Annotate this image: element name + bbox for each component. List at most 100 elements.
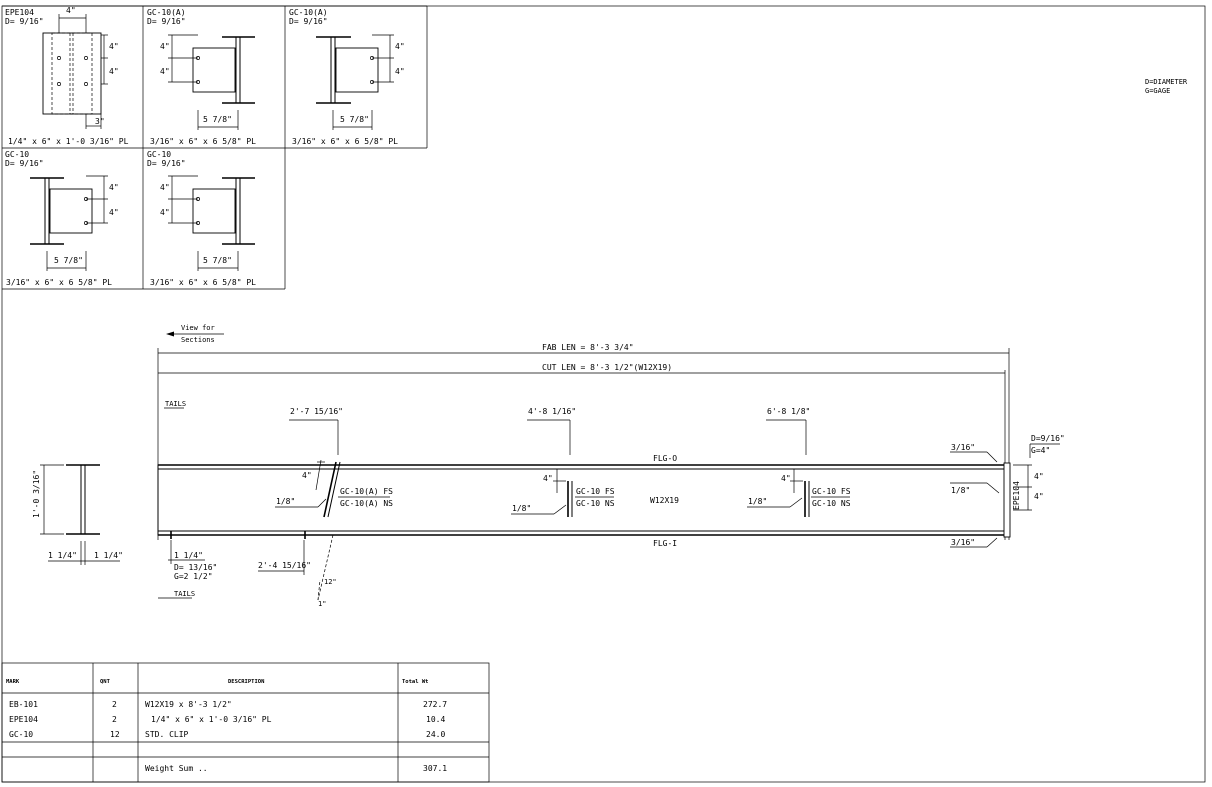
dim-label: 4"	[109, 208, 119, 217]
detail-diameter: D= 9/16"	[5, 17, 44, 26]
bill-of-materials: MARK QNT DESCRIPTION Total Wt EB-101 2 W…	[1, 662, 490, 783]
bom-cell-mark: GC-10	[9, 730, 33, 739]
detail-gc10-2: GC-10 D= 9/16" 4" 4" 5 7/8" 3/16" x 6" x…	[147, 150, 256, 287]
table-row: Weight Sum .. 307.1	[145, 764, 447, 773]
cut-length-label: CUT LEN = 8'-3 1/2"(W12X19)	[542, 363, 672, 372]
detail-caption: 3/16" x 6" x 6 5/8" PL	[292, 137, 398, 146]
bolt-hole	[57, 56, 61, 60]
bom-cell-mark: EPE104	[9, 715, 38, 724]
clip-station-1: 2'-7 15/16" 4" 1/8" GC-10(A) FS GC-10(A)…	[275, 407, 393, 608]
dim-label: 5 7/8"	[203, 115, 232, 124]
member-label: W12X19	[650, 496, 679, 505]
end-weld-top: 3/16"	[951, 443, 975, 452]
bom-cell-qnt: 2	[112, 715, 117, 724]
bom-cell-qnt: 12	[110, 730, 120, 739]
station-dim: 6'-8 1/8"	[767, 407, 810, 416]
clip-station-3: 6'-8 1/8" 4" 1/8" GC-10 FS GC-10 NS	[747, 407, 851, 517]
end-weld-mid: 1/8"	[951, 486, 970, 495]
weld-label: 1/8"	[512, 504, 531, 513]
section-right-dim: 1 1/4"	[94, 551, 123, 560]
clip-ns-label: GC-10(A) NS	[340, 499, 393, 508]
skew-1-label: 1"	[318, 600, 326, 608]
dim-label: 3"	[95, 117, 105, 126]
bom-header-qnt: QNT	[100, 679, 111, 685]
flange-o-label: FLG-O	[653, 454, 677, 463]
end-weld-bot: 3/16"	[951, 538, 975, 547]
clip-station-2: 4'-8 1/16" 4" 1/8" GC-10 FS GC-10 NS	[511, 407, 615, 517]
detail-panels: EPE104 D= 9/16" 4" 4" 4"	[2, 5, 428, 290]
bom-cell-weight: 24.0	[426, 730, 445, 739]
dim-label: 4"	[160, 208, 170, 217]
detail-diameter: D= 9/16"	[5, 159, 44, 168]
table-row: GC-10 12 STD. CLIP 24.0	[9, 730, 445, 739]
dim-label: 4"	[66, 6, 76, 15]
bom-header-description: DESCRIPTION	[228, 679, 264, 685]
detail-gc10a-2: GC-10(A) D= 9/16" 4" 4" 5 7/8" 3/16" x 6…	[289, 8, 405, 146]
bolt-hole	[84, 56, 88, 60]
detail-diameter: D= 9/16"	[147, 159, 186, 168]
tails-bottom-label: TAILS	[174, 590, 195, 598]
dim-label: 4"	[160, 42, 170, 51]
detail-mark: GC-10(A)	[147, 8, 186, 17]
detail-mark: GC-10(A)	[289, 8, 328, 17]
weld-label: 1/8"	[748, 497, 767, 506]
section-view: View for Sections 1'-0 3/16" 1 1/4" 1 1/…	[32, 324, 224, 565]
hole-diameter: D= 13/16"	[174, 563, 217, 572]
dim-label: 5 7/8"	[203, 256, 232, 265]
legend-diameter: D=DIAMETER	[1145, 78, 1188, 86]
clip-fs-label: GC-10 FS	[812, 487, 851, 496]
station-dim: 4'-8 1/16"	[528, 407, 576, 416]
table-row: EB-101 2 W12X19 x 8'-3 1/2" 272.7	[9, 700, 447, 709]
detail-caption: 3/16" x 6" x 6 5/8" PL	[6, 278, 112, 287]
flange-i-label: FLG-I	[653, 539, 677, 548]
detail-mark: GC-10	[147, 150, 171, 159]
bom-weight-sum-value: 307.1	[423, 764, 447, 773]
section-depth-label: 1'-0 3/16"	[32, 470, 41, 518]
clip-fs-label: GC-10 FS	[576, 487, 615, 496]
detail-mark: GC-10	[5, 150, 29, 159]
dim-label: 5 7/8"	[54, 256, 83, 265]
clip-fs-label: GC-10(A) FS	[340, 487, 393, 496]
bom-cell-qnt: 2	[112, 700, 117, 709]
hole-edge-dim: 1 1/4"	[174, 551, 203, 560]
bom-cell-description: W12X19 x 8'-3 1/2"	[145, 700, 232, 709]
end-plate-mark: EPE104	[1012, 481, 1021, 510]
end-plate-gage: G=4"	[1031, 446, 1050, 455]
dim-label: 4"	[109, 42, 119, 51]
dim-label: 4"	[109, 183, 119, 192]
end-plate-diameter: D=9/16"	[1031, 434, 1065, 443]
bom-header-weight: Total Wt	[402, 679, 429, 685]
end-connection: 3/16" 1/8" 3/16" EPE104 D=9/16" G=4" 4" …	[950, 434, 1065, 548]
section-left-dim: 1 1/4"	[48, 551, 77, 560]
bom-weight-sum-label: Weight Sum ..	[145, 764, 208, 773]
detail-caption: 3/16" x 6" x 6 5/8" PL	[150, 278, 256, 287]
dim-label: 4"	[160, 183, 170, 192]
detail-mark: EPE104	[5, 8, 34, 17]
dim-label: 4"	[160, 67, 170, 76]
weld-label: 1/8"	[276, 497, 295, 506]
bom-cell-weight: 272.7	[423, 700, 447, 709]
legend: D=DIAMETER G=GAGE	[1145, 78, 1188, 95]
detail-epe104: EPE104 D= 9/16" 4" 4" 4"	[5, 6, 129, 146]
dim-label: 5 7/8"	[340, 115, 369, 124]
end-plate-epe104	[1003, 462, 1011, 538]
tails-top-label: TAILS	[165, 400, 186, 408]
bom-cell-description: 1/4" x 6" x 1'-0 3/16" PL	[151, 715, 272, 724]
beam-elevation: FAB LEN = 8'-3 3/4" CUT LEN = 8'-3 1/2"(…	[157, 343, 1065, 608]
clip-dim: 4"	[781, 474, 791, 483]
table-row: EPE104 2 1/4" x 6" x 1'-0 3/16" PL 10.4	[9, 715, 445, 724]
bom-cell-mark: EB-101	[9, 700, 38, 709]
clip-dim: 4"	[543, 474, 553, 483]
skew-12-label: 12"	[324, 578, 337, 586]
fab-length-label: FAB LEN = 8'-3 3/4"	[542, 343, 634, 352]
bom-cell-description: STD. CLIP	[145, 730, 189, 739]
clip-ns-label: GC-10 NS	[576, 499, 615, 508]
bom-cell-weight: 10.4	[426, 715, 445, 724]
clip-ns-label: GC-10 NS	[812, 499, 851, 508]
clip-dim: 4"	[302, 471, 312, 480]
sheet-border	[1, 5, 1206, 783]
dim-label: 4"	[395, 67, 405, 76]
bolt-hole	[84, 82, 88, 86]
hole-gage: G=2 1/2"	[174, 572, 213, 581]
